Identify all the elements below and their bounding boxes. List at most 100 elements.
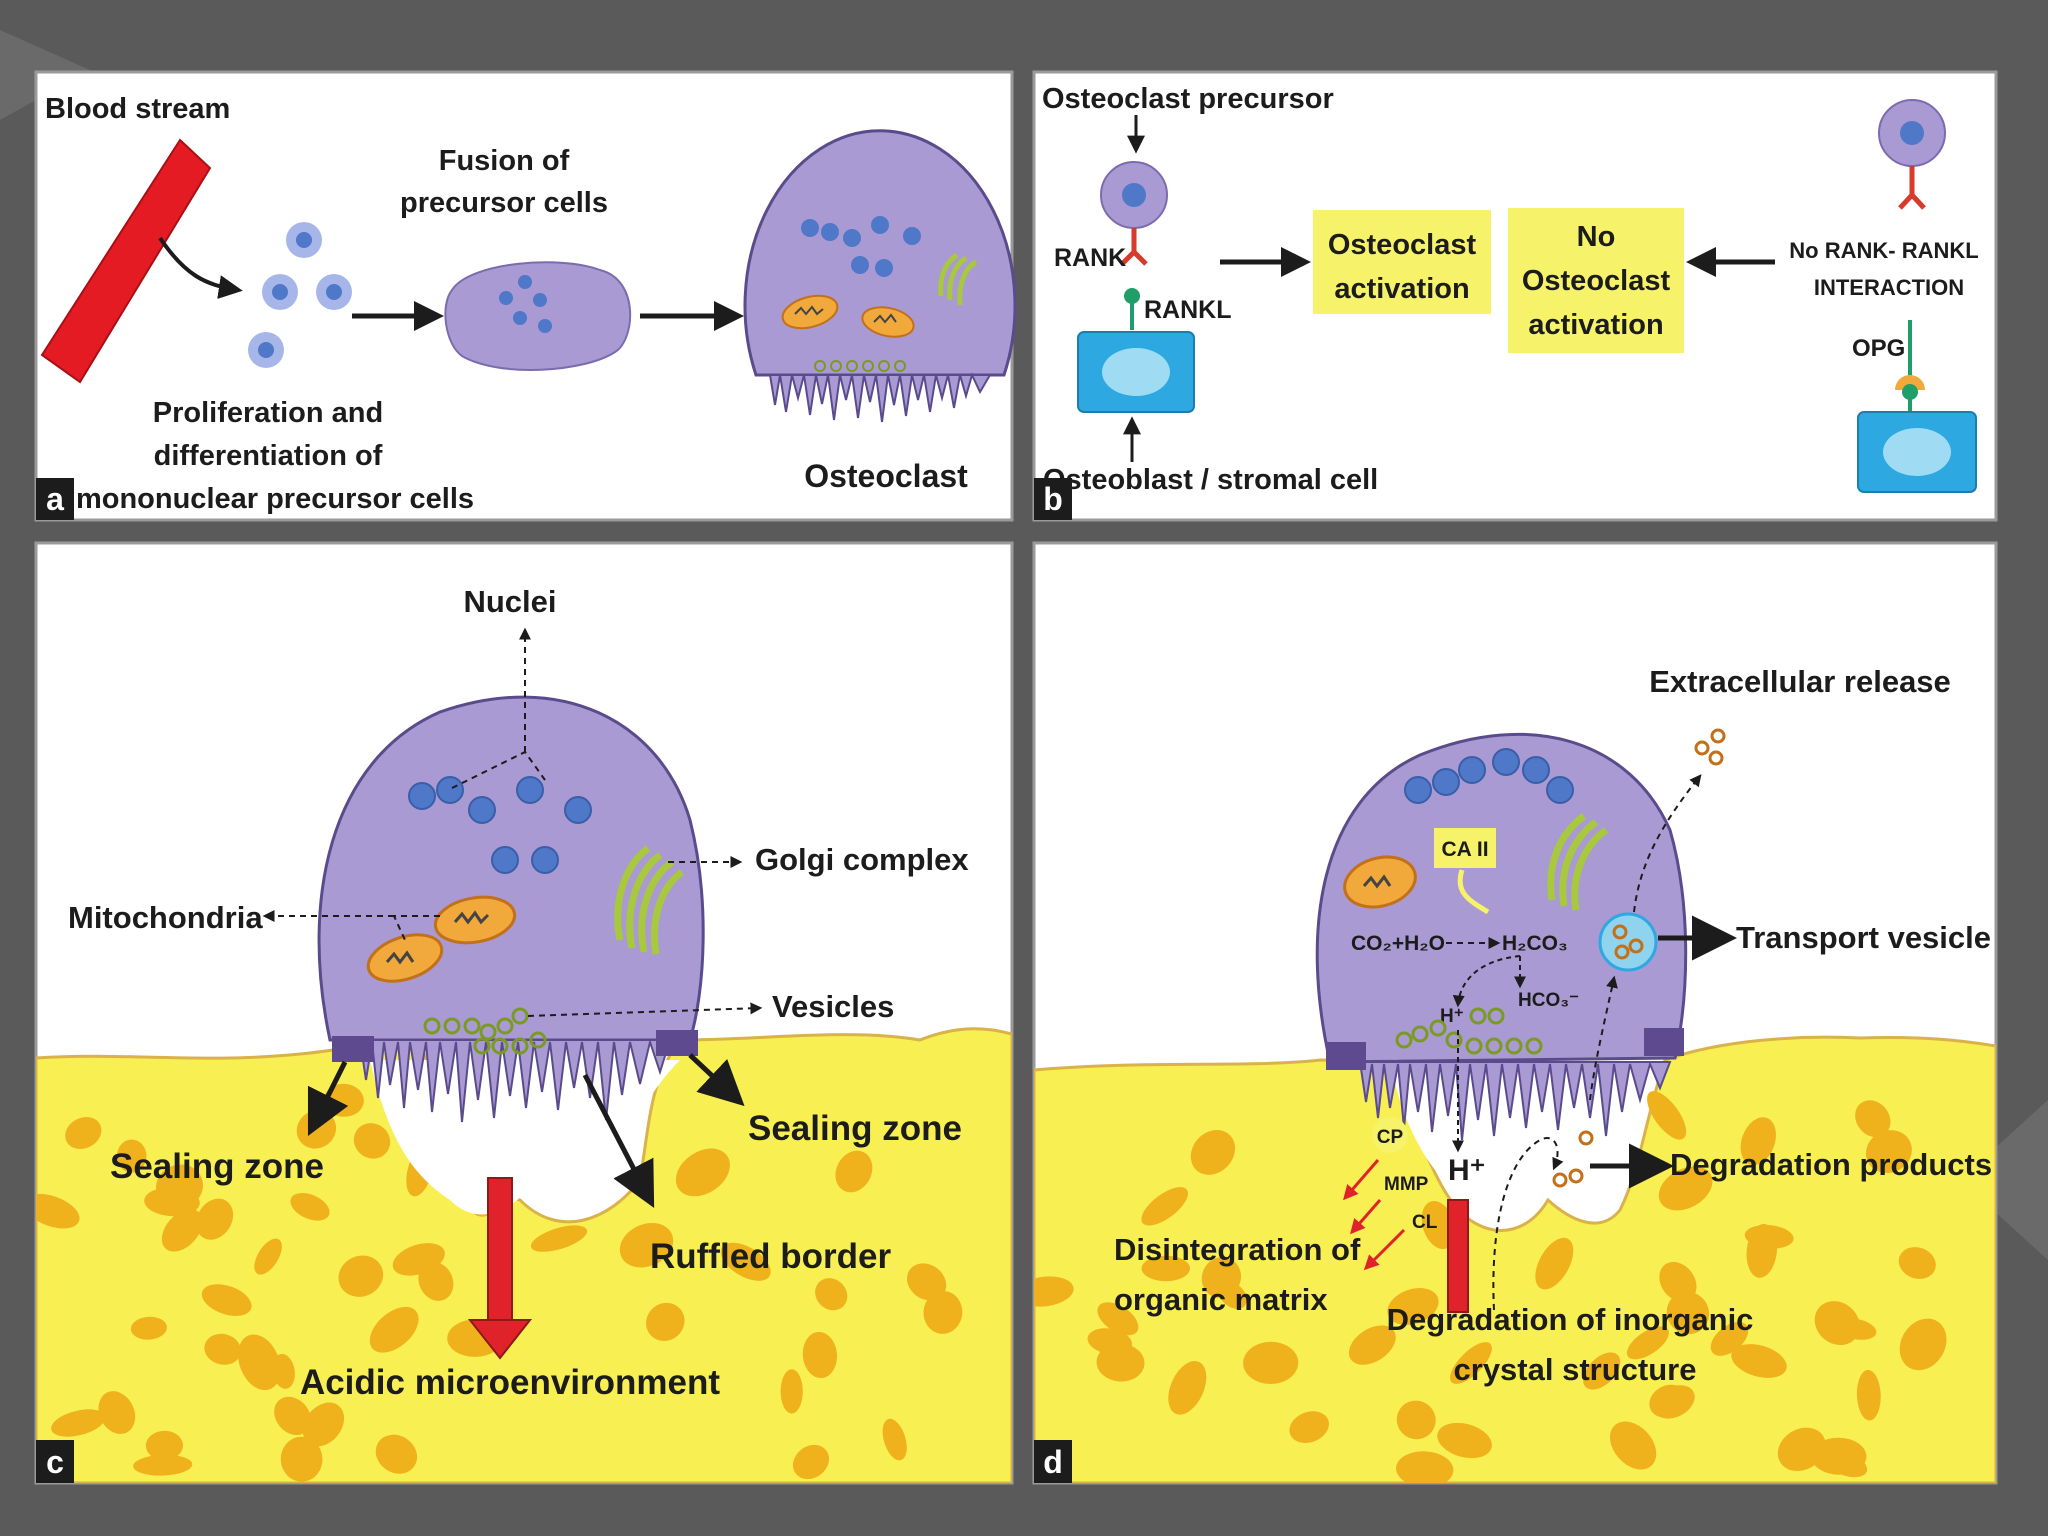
bone-spot [1811,1437,1867,1475]
fused-cell-nuclei [499,275,552,333]
bone-spot [646,1302,685,1341]
opg-ligand [1902,384,1918,400]
bone-spot [375,1434,418,1474]
released-products [1694,728,1726,766]
panel-a: Blood stream Fusion of precursor cells [34,70,1017,522]
degradation-product [1578,1130,1594,1146]
bone-spot [201,1284,252,1316]
label-sealing-left: Sealing zone [110,1147,324,1186]
label-osteoclast-precursor: Osteoclast precursor [1042,83,1334,115]
bone-spot [238,1334,281,1391]
bone-spots [36,1083,963,1482]
panel-c: Nuclei Golgi complex Mitochondria [34,541,1014,1485]
nuclei [408,776,592,874]
bone-spot [675,1148,730,1197]
label-opg: OPG [1852,335,1905,362]
label-vesicles: Vesicles [772,989,894,1024]
label-extracellular: Extracellular release [1649,664,1951,699]
vesicle-product [1614,944,1630,960]
label-no-activation-1: No [1577,221,1616,253]
label-proton-large: H⁺ [1448,1154,1486,1187]
proton-red-arrow [1447,1199,1469,1313]
bone-spot [1289,1411,1329,1443]
bone-spot [302,1402,345,1447]
bone-spot [274,1396,312,1436]
rank-receptor [1120,228,1148,266]
bone-spot [1647,1091,1687,1140]
label-transport: Transport vesicle [1736,920,1991,955]
panel-a-tag-bg [36,478,74,520]
bone-spot [530,1225,588,1252]
bone-spot [802,1331,838,1379]
bone-spot [418,1261,454,1301]
arrow-sealing-right [688,1053,745,1107]
acidic-arrow [467,1177,533,1360]
bone-spot [1834,1318,1877,1340]
precursor-nucleus [1122,183,1146,207]
bone-spot [1168,1361,1207,1415]
rankl-ligand [1124,288,1140,304]
sealing-zone-left [332,1036,374,1062]
bone-spot [923,1290,963,1334]
osteoblast-nucleus [1102,348,1170,396]
bone-spot [1609,1421,1657,1470]
label-activation-1: Osteoclast [1328,229,1477,261]
degradation-product [1552,1172,1568,1188]
golgi-complex [1547,813,1609,911]
bone-spot [145,1430,183,1461]
osteoblast-nucleus-right [1883,428,1951,476]
bone-spot [51,1409,106,1437]
resorption-pit [370,1060,680,1215]
label-equation-left: CO₂+H₂O [1351,932,1445,955]
label-bicarbonate: HCO₃⁻ [1518,990,1579,1011]
label-inorganic-1: Degradation of inorganic [1387,1302,1754,1337]
ruffled-border [1358,1060,1672,1141]
no-activation-box [1508,208,1684,353]
label-prolif-3: mononuclear precursor cells [76,483,474,515]
bone-spot [1437,1422,1492,1459]
vesicle-product [1612,924,1628,940]
bone-spot [1746,1224,1778,1278]
bone-spot [280,1436,323,1482]
bone-spot [116,1139,147,1173]
degradation-product [1568,1168,1584,1184]
bone-spot [1421,1201,1456,1249]
mitochondria [1343,855,1417,909]
bone-spot [906,1263,947,1301]
bone-spot [1141,1255,1190,1282]
bone-spot [619,1222,674,1268]
bone-spot [1190,1129,1236,1175]
arrow-to-proton [1452,955,1521,1008]
bone-spot [204,1333,242,1365]
label-no-interaction-2: INTERACTION [1814,275,1964,300]
label-golgi: Golgi complex [755,842,969,877]
bone-spot [1659,1261,1697,1302]
bone-spot [1141,1187,1188,1226]
mini-osteoclast [743,129,1017,423]
fused-cell [444,261,632,371]
cp-marker [1372,1117,1408,1153]
label-blood-stream: Blood stream [45,93,230,125]
bone-spot [133,1454,193,1476]
label-organic-2: organic matrix [1114,1282,1328,1317]
sealing-zone-right [1644,1028,1684,1056]
bone-spot [1855,1100,1891,1138]
bone-spot [1731,1344,1787,1378]
label-organic-1: Disintegration of [1114,1232,1361,1267]
bone-spot [1649,1384,1687,1418]
bone-spot [1034,1276,1074,1307]
label-fusion-1: Fusion of [439,145,570,177]
label-mmp: MMP [1384,1174,1429,1195]
label-no-activation-2: Osteoclast [1522,265,1671,297]
precursor-nucleus-right [1900,121,1924,145]
label-activation-2: activation [1334,273,1469,305]
label-ruffled: Ruffled border [650,1237,891,1276]
bone-spot [1087,1328,1133,1355]
vesicles-pointer [527,1002,763,1017]
label-acidic: Acidic microenvironment [300,1363,720,1402]
bone-spot [254,1238,282,1275]
transport-vesicle [1598,912,1658,972]
arrow-sealing-left [307,1060,349,1137]
bone-spot [720,1242,771,1281]
